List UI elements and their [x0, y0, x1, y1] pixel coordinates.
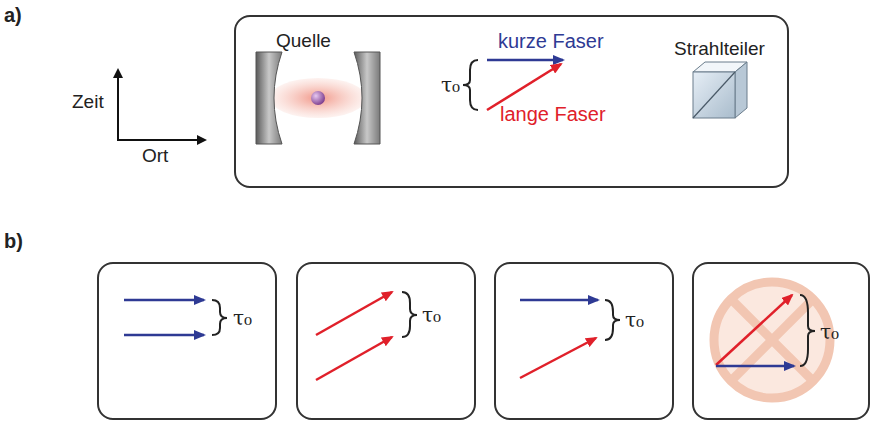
case-panel: τ₀	[494, 262, 674, 420]
delay-label: τ₀	[441, 74, 460, 96]
fiber-arrows	[463, 60, 563, 110]
case-two-short	[124, 300, 204, 335]
case-panel: τ₀	[97, 262, 277, 420]
panel-letter: a)	[4, 4, 22, 26]
axis-label: Zeit	[72, 92, 104, 113]
beam-splitter	[693, 62, 747, 118]
braces	[212, 292, 815, 366]
cavity-source	[256, 52, 380, 144]
setup-panel: Quelle kurze Faser τ₀ lange Faser Strahlteil…	[234, 15, 789, 188]
delay-label: τ₀	[422, 304, 441, 326]
source-label: Quelle	[276, 31, 331, 52]
excluded-case-panel: τ₀	[692, 262, 870, 420]
delay-label: τ₀	[233, 307, 252, 329]
delay-label: τ₀	[820, 321, 839, 343]
case-two-long	[316, 292, 392, 380]
axes	[117, 70, 205, 141]
case-panel: τ₀	[296, 262, 476, 420]
beam-splitter-label: Strahlteiler	[674, 39, 765, 60]
axis-label: Ort	[142, 146, 168, 167]
case-short-long	[520, 300, 598, 378]
case-excluded	[714, 282, 830, 398]
long-fiber-label: lange Faser	[500, 103, 606, 125]
delay-label: τ₀	[625, 309, 644, 331]
short-fiber-label: kurze Faser	[498, 30, 604, 52]
panel-letter: b)	[4, 230, 23, 252]
